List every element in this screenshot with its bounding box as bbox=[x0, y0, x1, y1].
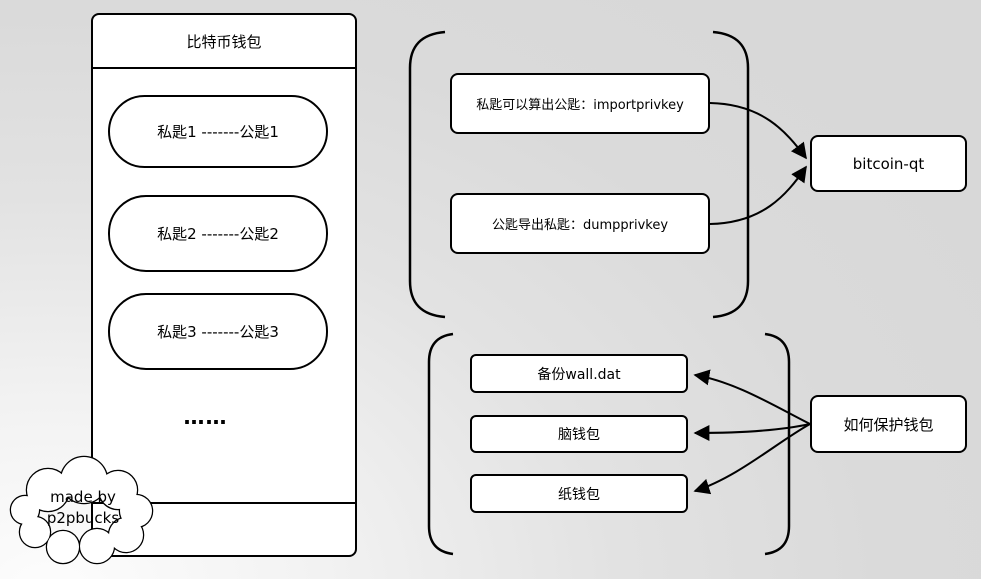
node-brain-wallet: 脑钱包 bbox=[470, 415, 688, 453]
node-importprivkey: 私匙可以算出公匙：importprivkey bbox=[450, 73, 710, 134]
wallet-panel: 比特币钱包 私匙1 -------公匙1 私匙2 -------公匙2 私匙3 … bbox=[91, 13, 357, 557]
wallet-header-divider bbox=[92, 67, 356, 69]
wallet-title: 比特币钱包 bbox=[186, 32, 262, 51]
node-backup-wallet-dat: 备份wall.dat bbox=[470, 354, 688, 393]
node-bitcoin-qt: bitcoin-qt bbox=[810, 135, 967, 192]
node-protect-wallet-question: 如何保护钱包 bbox=[810, 395, 967, 453]
credit-cloud-text: made by p2pbucks bbox=[27, 487, 139, 529]
keypair-node-2: 私匙2 -------公匙2 bbox=[108, 195, 328, 272]
arrows-from-protect-wallet bbox=[693, 369, 811, 495]
wallet-footer-divider bbox=[92, 502, 356, 504]
node-dumpprivkey: 公匙导出私匙：dumpprivkey bbox=[450, 193, 710, 254]
arrows-to-bitcoin-qt bbox=[709, 102, 807, 225]
keypair-node-1: 私匙1 -------公匙1 bbox=[108, 95, 328, 168]
keypair-ellipsis: …… bbox=[183, 405, 228, 429]
credit-line-1: made by bbox=[50, 488, 116, 506]
node-paper-wallet: 纸钱包 bbox=[470, 474, 688, 513]
keypair-node-3: 私匙3 -------公匙3 bbox=[108, 293, 328, 370]
credit-line-2: p2pbucks bbox=[46, 509, 120, 527]
